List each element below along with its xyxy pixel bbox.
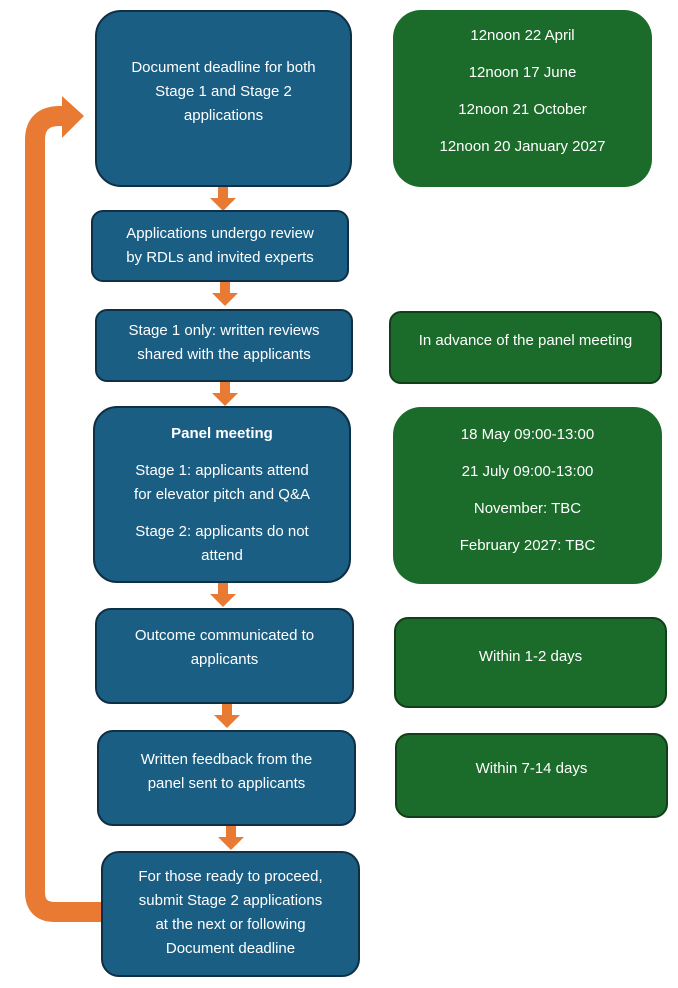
step-text: panel sent to applicants bbox=[147, 775, 306, 792]
step-outcome: Outcome communicated to applicants bbox=[95, 608, 354, 704]
step-written-reviews: Stage 1 only: written reviews shared wit… bbox=[95, 309, 353, 382]
step-text: Document deadline for both bbox=[131, 59, 316, 76]
info-panel-dates: 18 May 09:00-13:00 21 July 09:00-13:00 N… bbox=[393, 407, 662, 584]
step-text: applicants bbox=[190, 651, 259, 668]
deadline-date: 12noon 17 June bbox=[468, 64, 577, 81]
panel-date: February 2027: TBC bbox=[459, 537, 596, 554]
step-text: Outcome communicated to bbox=[134, 627, 315, 644]
step-text: Stage 1 only: written reviews bbox=[128, 322, 320, 339]
down-arrow-4 bbox=[210, 582, 236, 607]
step-written-feedback: Written feedback from the panel sent to … bbox=[97, 730, 356, 826]
step-text: Stage 2: applicants do not bbox=[135, 523, 309, 540]
panel-date: 21 July 09:00-13:00 bbox=[461, 463, 594, 480]
step-panel-meeting: Panel meeting Stage 1: applicants attend… bbox=[93, 406, 351, 583]
down-arrow-1 bbox=[210, 186, 236, 211]
step-text: attend bbox=[201, 547, 243, 564]
step-review: Applications undergo review by RDLs and … bbox=[91, 210, 349, 282]
info-deadlines: 12noon 22 April 12noon 17 June 12noon 21… bbox=[393, 10, 652, 187]
step-text: submit Stage 2 applications bbox=[138, 892, 323, 909]
loop-back-arrow-shaft bbox=[25, 106, 103, 922]
info-text: Within 1-2 days bbox=[478, 648, 583, 665]
deadline-date: 12noon 22 April bbox=[470, 27, 575, 44]
step-text: applications bbox=[183, 107, 264, 124]
panel-date: November: TBC bbox=[473, 500, 582, 517]
down-arrow-6 bbox=[218, 825, 244, 850]
step-text: Stage 1: applicants attend bbox=[135, 462, 309, 479]
step-text: shared with the applicants bbox=[137, 346, 311, 363]
info-outcome-timing: Within 1-2 days bbox=[394, 617, 667, 708]
info-text: Within 7-14 days bbox=[475, 760, 588, 777]
panel-date: 18 May 09:00-13:00 bbox=[460, 426, 595, 443]
down-arrow-5 bbox=[214, 703, 240, 728]
step-text: For those ready to proceed, bbox=[138, 868, 323, 885]
step-document-deadline: Document deadline for both Stage 1 and S… bbox=[95, 10, 352, 187]
step-submit-stage-2: For those ready to proceed, submit Stage… bbox=[101, 851, 360, 977]
step-text: Stage 1 and Stage 2 bbox=[155, 83, 292, 100]
loop-back-arrow-head bbox=[62, 96, 84, 138]
step-text: at the next or following bbox=[155, 916, 306, 933]
deadline-date: 12noon 20 January 2027 bbox=[439, 138, 606, 155]
info-text: In advance of the panel meeting bbox=[418, 332, 633, 349]
step-text: for elevator pitch and Q&A bbox=[134, 486, 310, 503]
panel-meeting-title: Panel meeting bbox=[171, 425, 273, 442]
step-text: Written feedback from the bbox=[140, 751, 313, 768]
down-arrow-3 bbox=[212, 381, 238, 406]
deadline-date: 12noon 21 October bbox=[458, 101, 587, 118]
step-text: by RDLs and invited experts bbox=[126, 249, 314, 266]
step-text: Document deadline bbox=[165, 940, 296, 957]
down-arrow-2 bbox=[212, 281, 238, 306]
info-feedback-timing: Within 7-14 days bbox=[395, 733, 668, 818]
step-text: Applications undergo review bbox=[126, 225, 314, 242]
info-reviews-timing: In advance of the panel meeting bbox=[389, 311, 662, 384]
